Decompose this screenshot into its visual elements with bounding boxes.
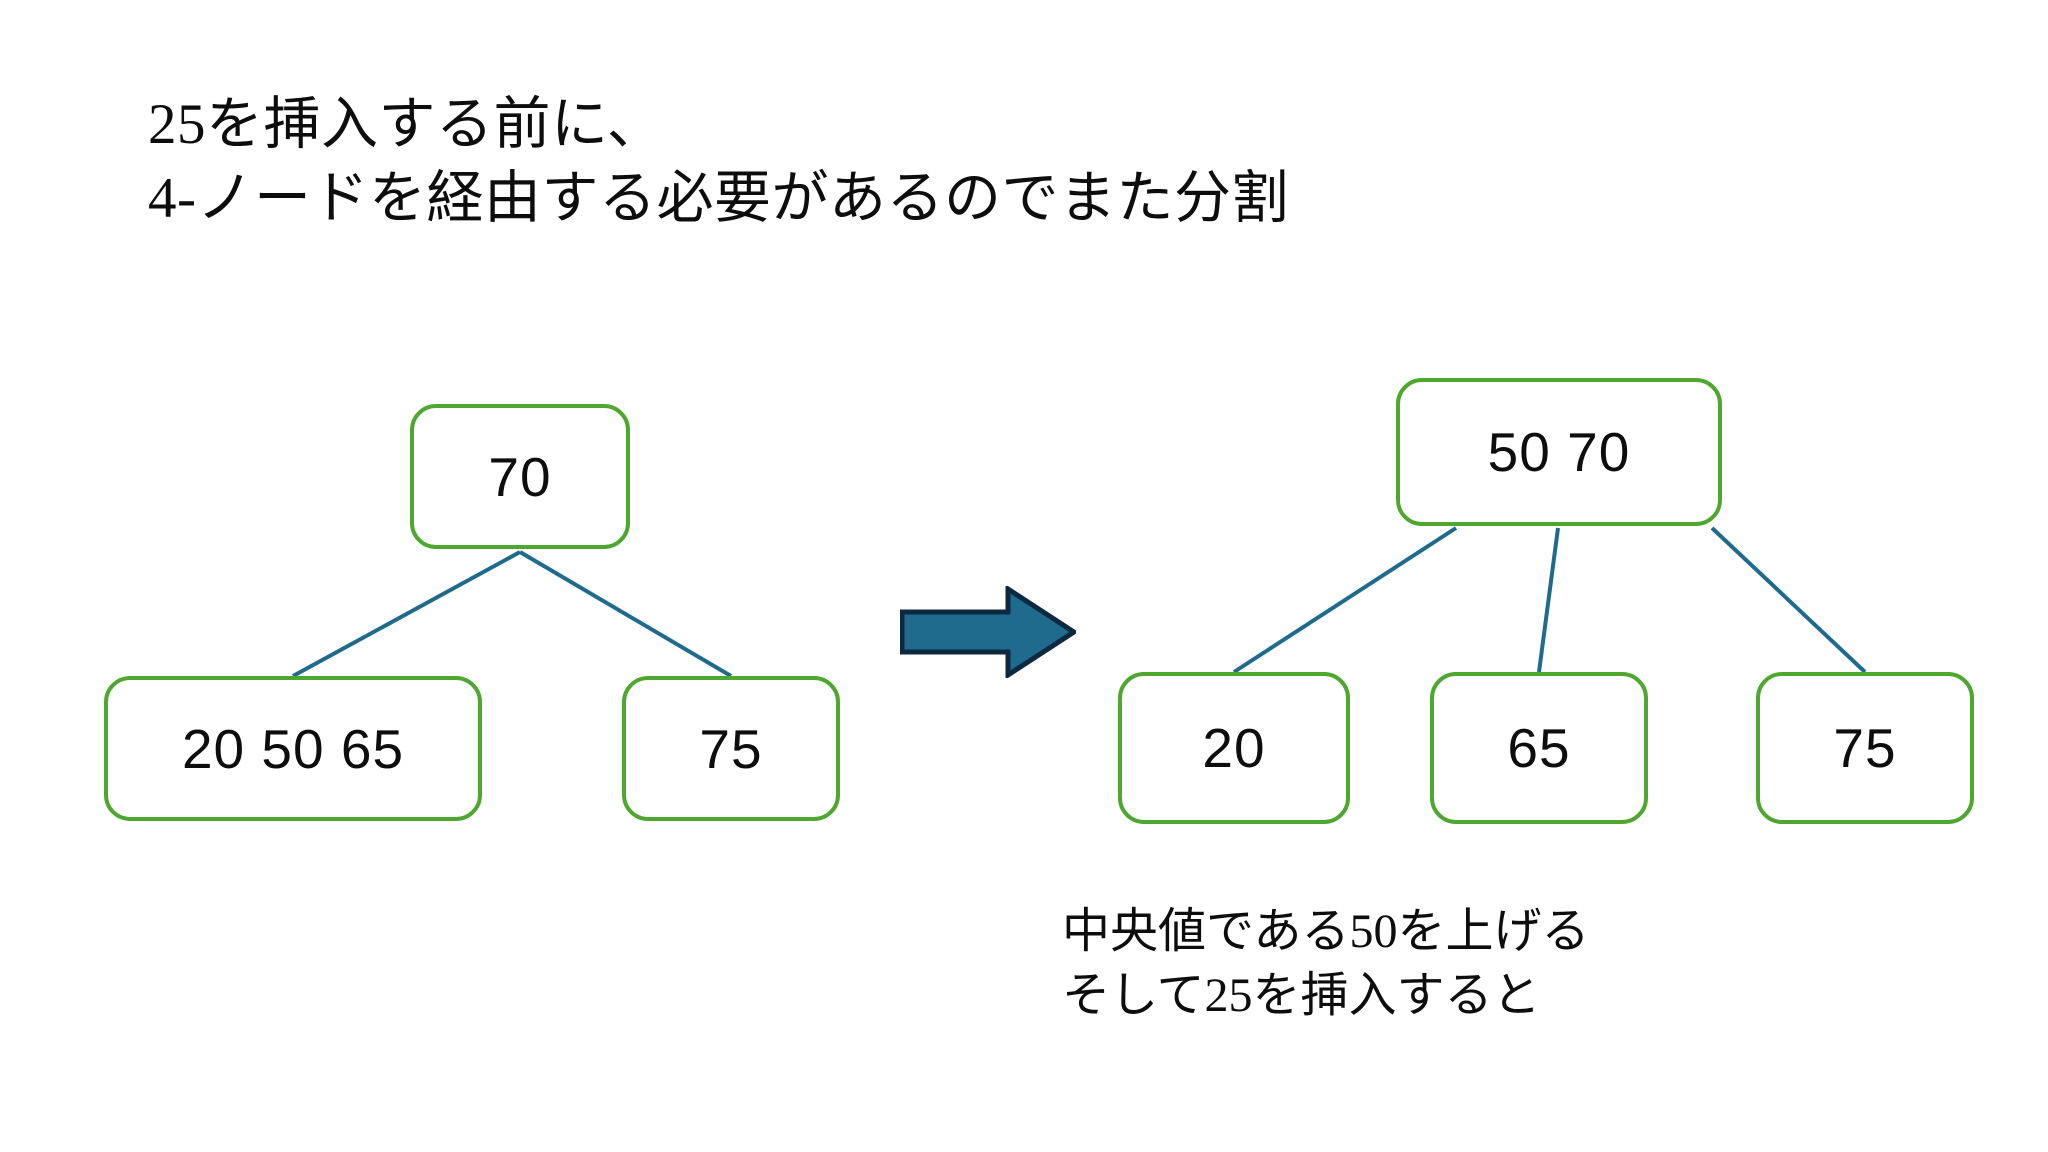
left-tree-child-node-1[interactable]: 20 50 65 — [104, 676, 482, 821]
node-label: 50 70 — [1487, 421, 1631, 483]
title-line-2: 4-ノードを経由する必要があるのでまた分割 — [148, 167, 1289, 231]
edge-right-root-to-child-3 — [1710, 526, 1867, 674]
node-label: 75 — [699, 717, 763, 780]
right-tree-child-node-2[interactable]: 65 — [1430, 672, 1648, 824]
title-line-1: 25を挿入する前に、 — [148, 93, 665, 156]
node-label: 75 — [1833, 717, 1897, 779]
left-tree-root-node[interactable]: 70 — [410, 404, 630, 549]
right-tree-root-node[interactable]: 50 70 — [1396, 378, 1722, 526]
edge-left-root-to-left-child — [292, 550, 521, 678]
caption-line-1: 中央値である50を上げる — [1062, 905, 1590, 958]
right-arrow-icon — [900, 586, 1076, 678]
right-tree-child-node-1[interactable]: 20 — [1118, 672, 1350, 824]
page-title: 25を挿入する前に、 4-ノードを経由する必要があるのでまた分割 — [148, 88, 1748, 236]
right-tree-child-node-3[interactable]: 75 — [1756, 672, 1974, 824]
node-label: 20 — [1202, 717, 1266, 779]
node-label: 70 — [488, 445, 552, 508]
node-label: 20 50 65 — [181, 717, 405, 780]
edge-right-root-to-child-1 — [1232, 526, 1458, 674]
node-label: 65 — [1507, 717, 1571, 779]
edge-right-root-to-child-2 — [1537, 527, 1560, 673]
caption-line-2: そして25を挿入すると — [1062, 968, 1541, 1022]
edge-left-root-to-right-child — [518, 550, 733, 678]
left-tree-child-node-2[interactable]: 75 — [622, 676, 840, 821]
caption: 中央値である50を上げる そして25を挿入すると — [1062, 900, 1862, 1028]
